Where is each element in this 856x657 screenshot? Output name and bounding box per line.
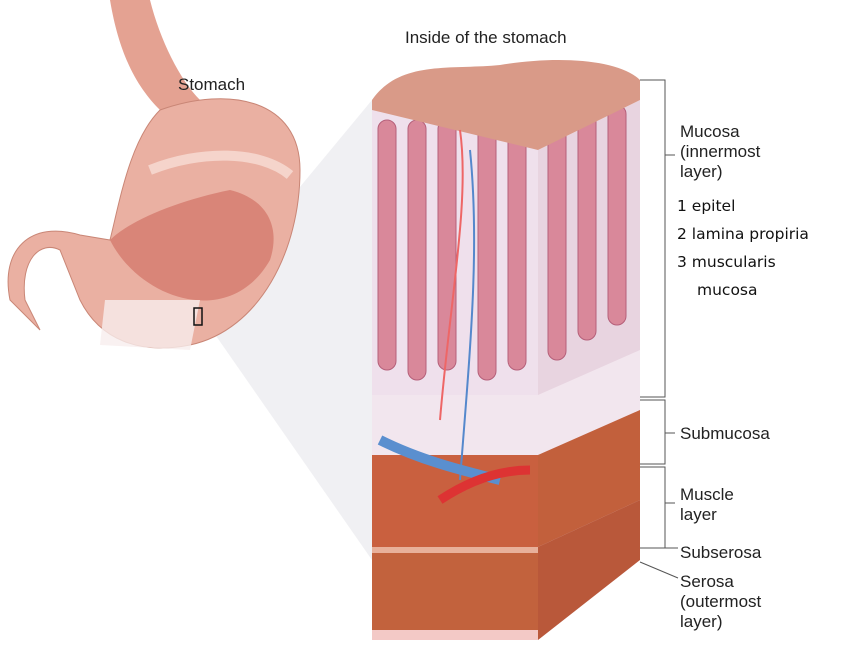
magnification-wedge bbox=[198, 100, 372, 560]
esophagus bbox=[110, 0, 200, 110]
layer-brackets bbox=[639, 79, 679, 579]
submucosa-label: Submucosa bbox=[680, 424, 770, 443]
muscle-label-line: layer bbox=[680, 505, 717, 524]
serosa-label-line: layer) bbox=[680, 612, 723, 631]
gastric-pits bbox=[377, 104, 627, 381]
mucosal-surface bbox=[372, 60, 640, 150]
mucosa-label-line: (innermost bbox=[680, 142, 761, 161]
artery bbox=[437, 465, 531, 504]
subserosa-label: Subserosa bbox=[680, 543, 762, 562]
serosa-layer bbox=[372, 553, 538, 640]
serosa-label-line: Serosa bbox=[680, 572, 734, 591]
mucosa-part-lamina-propria: 2 lamina propiria bbox=[677, 225, 809, 243]
mucosa-label: Mucosa (innermost layer) bbox=[680, 122, 760, 182]
serosa-label: Serosa (outermost layer) bbox=[680, 572, 761, 632]
magnified-area-marker bbox=[193, 307, 203, 326]
mucosa-parts-list: 1 epitel 2 lamina propiria 3 muscularis … bbox=[677, 192, 809, 304]
mucosa-part-muscularis: 3 muscularis bbox=[677, 253, 776, 271]
mucosa-part-muscularis-cont: mucosa bbox=[697, 281, 758, 299]
serosa-label-line: (outermost bbox=[680, 592, 762, 611]
stomach-label: Stomach bbox=[178, 75, 246, 94]
subserosa-layer bbox=[372, 547, 538, 553]
muscle-label-line: Muscle bbox=[680, 485, 734, 504]
mucosa-label-line: layer) bbox=[680, 162, 723, 181]
mucosa-part-epitel: 1 epitel bbox=[677, 197, 736, 215]
mucosa-label-line: Mucosa bbox=[680, 122, 740, 141]
inside-stomach-title: Inside of the stomach bbox=[405, 28, 567, 47]
stomach-interior bbox=[110, 190, 274, 301]
muscle-layer-label: Muscle layer bbox=[680, 485, 734, 525]
